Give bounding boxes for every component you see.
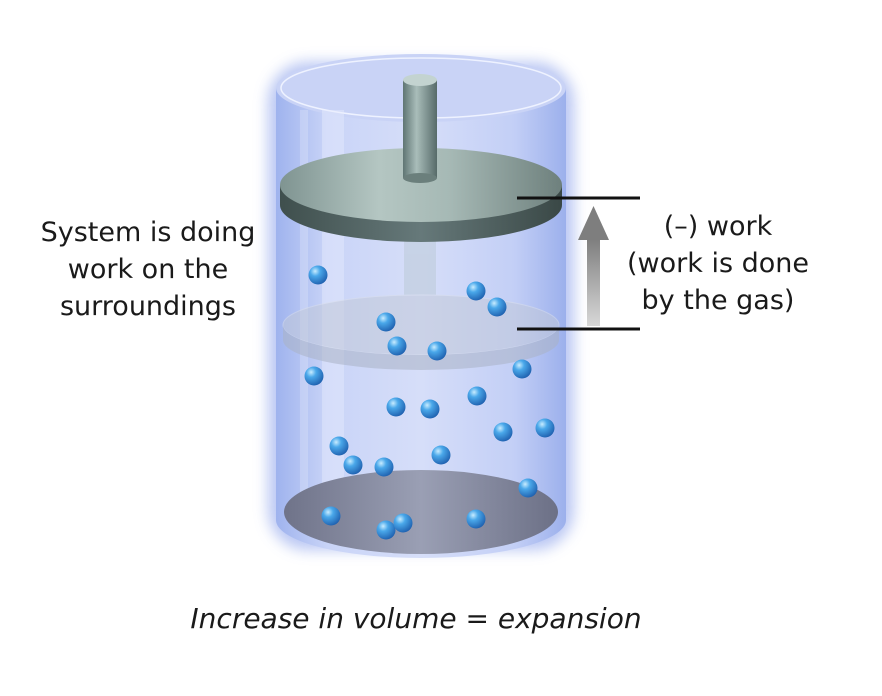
- up-arrow-icon: [578, 206, 609, 326]
- gas-molecule: [467, 386, 487, 406]
- gas-molecule: [387, 336, 407, 356]
- caption: Increase in volume = expansion: [190, 602, 642, 635]
- cylinder-bottom: [284, 470, 558, 554]
- gas-molecule: [431, 445, 451, 465]
- gas-molecule: [393, 513, 413, 533]
- gas-molecule: [386, 397, 406, 417]
- right-label: (–) work (work is done by the gas): [612, 208, 824, 319]
- gas-molecule: [376, 520, 396, 540]
- gas-molecule: [518, 478, 538, 498]
- left-label-line-3: surroundings: [59, 291, 236, 322]
- gas-molecule: [493, 422, 513, 442]
- gas-molecule: [374, 457, 394, 477]
- gas-molecule: [420, 399, 440, 419]
- left-label-line-2: work on the: [67, 254, 229, 285]
- gas-molecule: [343, 455, 363, 475]
- gas-molecule: [308, 265, 328, 285]
- left-label-line-1: System is doing: [40, 217, 256, 248]
- gas-molecule: [427, 341, 447, 361]
- gas-molecule: [376, 312, 396, 332]
- gas-molecule: [487, 297, 507, 317]
- gas-molecule: [329, 436, 349, 456]
- gas-molecule: [304, 366, 324, 386]
- right-label-line-1: (–) work: [663, 211, 773, 242]
- piston: [280, 74, 562, 242]
- gas-molecule: [512, 359, 532, 379]
- gas-molecule: [466, 509, 486, 529]
- left-label: System is doing work on the surroundings: [22, 214, 274, 325]
- gas-molecule: [321, 506, 341, 526]
- gas-molecules: [304, 265, 555, 540]
- gas-molecule: [466, 281, 486, 301]
- right-label-line-3: by the gas): [641, 285, 795, 316]
- gas-molecule: [535, 418, 555, 438]
- piston-rod: [403, 80, 437, 178]
- right-label-line-2: (work is done: [627, 248, 809, 279]
